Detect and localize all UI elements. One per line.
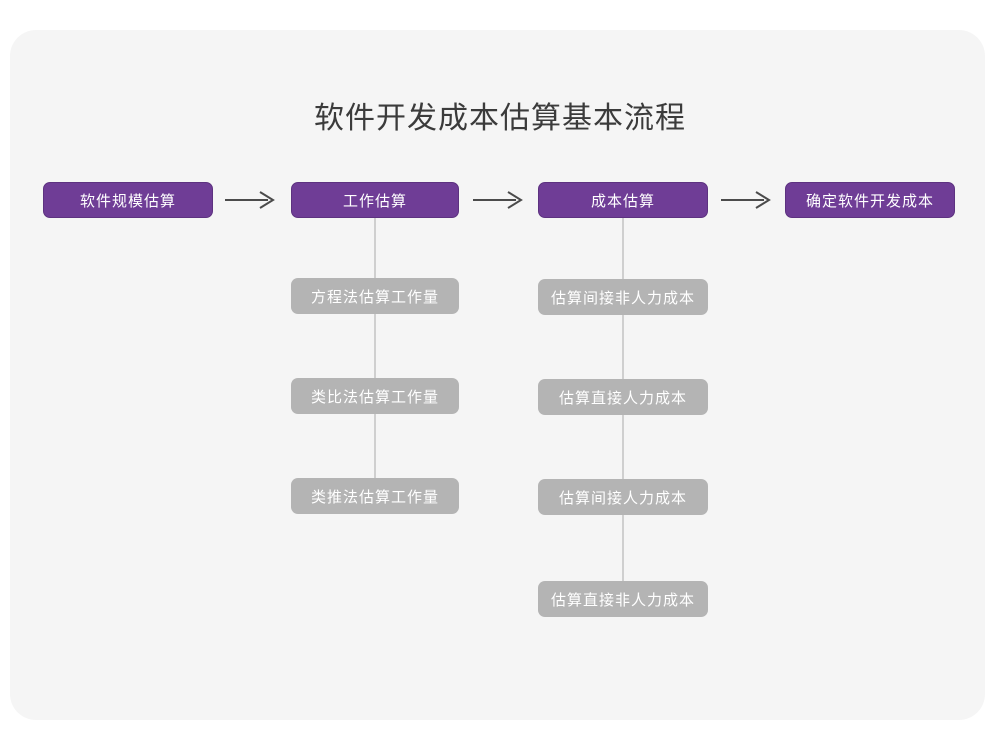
flow-substep-box[interactable]: 方程法估算工作量 [291, 278, 459, 314]
flow-substep-box[interactable]: 估算直接非人力成本 [538, 581, 708, 617]
flow-stage-box[interactable]: 软件规模估算 [43, 182, 213, 218]
flow-substep-box[interactable]: 类比法估算工作量 [291, 378, 459, 414]
connector-line [622, 315, 624, 379]
content-card [10, 30, 985, 720]
flow-substep-box[interactable]: 类推法估算工作量 [291, 478, 459, 514]
long-right-arrow-icon [222, 185, 278, 215]
long-right-arrow-icon [718, 185, 774, 215]
flow-substep-box[interactable]: 估算直接人力成本 [538, 379, 708, 415]
page-title: 软件开发成本估算基本流程 [314, 102, 686, 135]
connector-line [374, 414, 376, 478]
connector-line [622, 415, 624, 479]
connector-line [622, 515, 624, 581]
connector-line [374, 218, 376, 278]
flow-substep-box[interactable]: 估算间接人力成本 [538, 479, 708, 515]
flow-substep-box[interactable]: 估算间接非人力成本 [538, 279, 708, 315]
connector-line [374, 314, 376, 378]
flow-stage-box[interactable]: 成本估算 [538, 182, 708, 218]
flow-stage-box[interactable]: 确定软件开发成本 [785, 182, 955, 218]
connector-line [622, 218, 624, 279]
long-right-arrow-icon [470, 185, 526, 215]
flow-stage-box[interactable]: 工作估算 [291, 182, 459, 218]
